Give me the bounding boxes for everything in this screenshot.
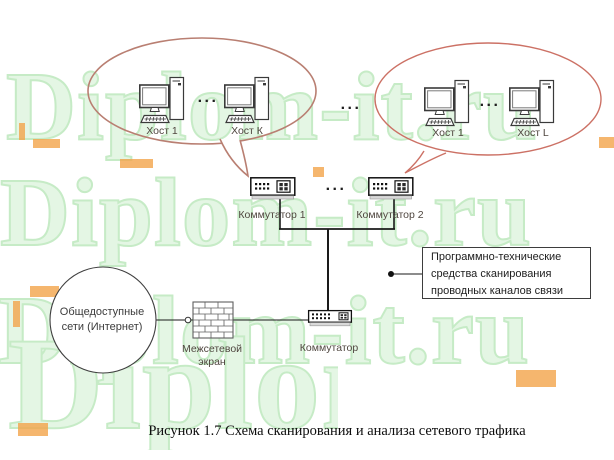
bubble-left-lan-segment xyxy=(87,37,317,178)
link-connector-circle xyxy=(184,316,192,324)
internet-cloud-circle xyxy=(49,266,157,374)
ellipsis-hosts-left: ... xyxy=(197,89,219,106)
firewall-icon xyxy=(192,301,234,339)
ellipsis-between-bubbles: ... xyxy=(340,96,362,113)
scanning-tools-callout-box: Программно-технические средства сканиров… xyxy=(422,247,591,299)
callout-line3: проводных каналов связи xyxy=(431,285,564,297)
firewall-label-line1: Межсетевой xyxy=(181,343,243,355)
bubble-right-tail xyxy=(404,150,447,174)
internet-label-line1: Общедоступные xyxy=(59,306,145,318)
host-label: Хост L xyxy=(517,127,549,139)
internet-label-line2: сети (Интернет) xyxy=(61,321,143,333)
core-switch-icon xyxy=(307,309,353,327)
host-computer-icon xyxy=(139,76,185,124)
network-links xyxy=(156,197,423,321)
host-label: Хост К xyxy=(231,125,263,137)
switch1-icon xyxy=(250,177,296,200)
switch2-label: Коммутатор 2 xyxy=(356,209,424,221)
bubble-left-tail xyxy=(219,138,250,178)
core-switch-label: Коммутатор xyxy=(299,342,359,354)
ellipsis-hosts-right: ... xyxy=(479,93,501,110)
callout-line1: Программно-технические xyxy=(431,251,562,263)
ellipsis-between-switches: ... xyxy=(325,177,347,194)
callout-line2: средства сканирования xyxy=(431,268,552,280)
host-label: Хост 1 xyxy=(432,127,464,139)
host-computer-icon xyxy=(224,76,270,124)
firewall-label-line2: экран xyxy=(198,356,226,368)
callout-anchor-dot xyxy=(388,271,394,277)
host-label: Хост 1 xyxy=(146,125,178,137)
host-computer-icon xyxy=(508,79,555,127)
figure-caption: Рисунок 1.7 Схема сканирования и анализа… xyxy=(148,423,526,439)
bubble-right-lan-segment xyxy=(374,42,602,174)
switch1-label: Коммутатор 1 xyxy=(238,209,306,221)
switch2-icon xyxy=(368,177,414,200)
host-computer-icon xyxy=(423,79,470,127)
